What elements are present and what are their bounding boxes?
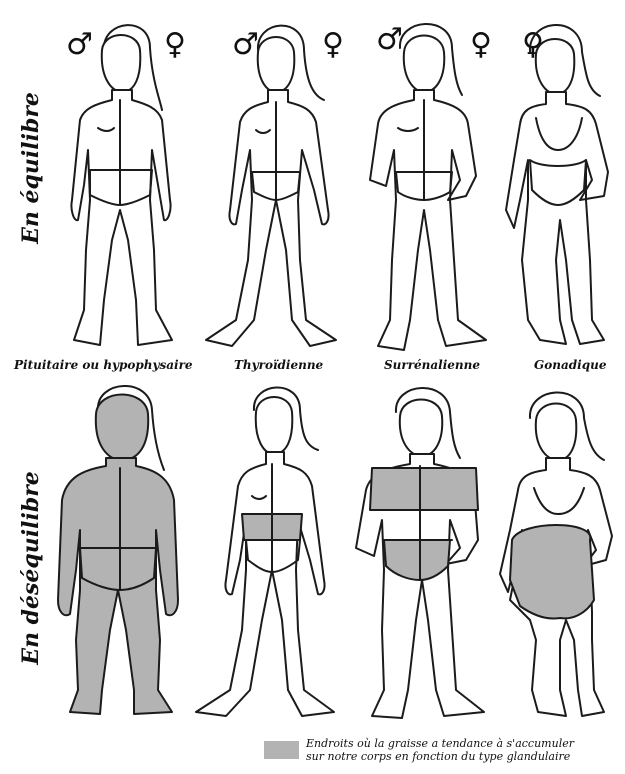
figure-adrenal-balanced (370, 24, 486, 350)
type-label-pituitary: Pituitaire ou hypophysaire (14, 358, 193, 372)
type-label-gonadal: Gonadique (534, 358, 606, 372)
legend-line-1: Endroits où la graisse a tendance à s'ac… (306, 737, 606, 750)
row-label-imbalanced: En déséquilibre (18, 471, 44, 666)
legend-text: Endroits où la graisse a tendance à s'ac… (306, 737, 606, 763)
figure-gonadal-imbalanced (500, 392, 612, 716)
figure-thyroid-imbalanced (196, 387, 334, 716)
figure-gonadal-balanced (506, 25, 608, 344)
legend-swatch (264, 741, 299, 759)
legend-line-2: sur notre corps en fonction du type glan… (306, 750, 606, 763)
figure-thyroid-balanced (206, 26, 336, 346)
type-label-adrenal: Surrénalienne (384, 358, 480, 372)
figure-pituitary-balanced (71, 25, 172, 345)
row-label-balanced: En équilibre (18, 92, 44, 245)
figure-pituitary-imbalanced (58, 386, 178, 714)
type-label-thyroid: Thyroïdienne (234, 358, 323, 372)
figure-adrenal-imbalanced (356, 388, 484, 718)
